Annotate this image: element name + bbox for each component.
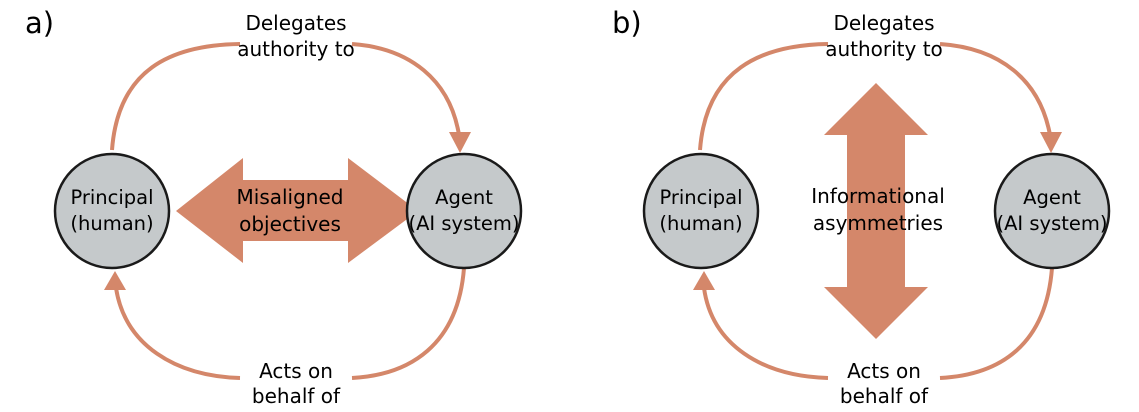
- delegation-arc-left: [698, 42, 829, 151]
- acts-arc-right: [351, 267, 466, 380]
- delegation-arc-left: [110, 42, 241, 151]
- delegation-arrowhead: [1040, 132, 1062, 153]
- bottom-arrow-text-line2: behalf of: [252, 384, 341, 408]
- acts-arc-left: [114, 287, 241, 380]
- misaligned-objectives-double-arrow: [176, 158, 418, 263]
- bottom-arrow-text-line1: Acts on: [847, 359, 921, 383]
- top-arrow-text-line1: Delegates: [833, 11, 934, 35]
- agent-line1: Agent: [435, 186, 493, 209]
- principal-node: [642, 152, 760, 270]
- acts-arrowhead: [104, 271, 126, 290]
- center-text-line1: Informational: [811, 184, 945, 208]
- agent-node: [405, 152, 523, 270]
- top-arrow-text-line2: authority to: [237, 37, 355, 61]
- acts-arrowhead: [693, 271, 715, 290]
- panel-a: a) Delegates authority to Acts on behalf…: [25, 6, 523, 408]
- panel-a-label: a): [25, 6, 54, 40]
- bottom-arrow-text-line1: Acts on: [259, 359, 333, 383]
- top-arrow-text-line1: Delegates: [245, 11, 346, 35]
- principal-line2: (human): [70, 212, 153, 235]
- agent-line2: (AI system): [408, 212, 519, 235]
- delegation-arc-right: [351, 42, 461, 136]
- acts-arc-left: [702, 287, 829, 380]
- panel-b: b) Delegates authority to Acts on behalf…: [612, 6, 1111, 408]
- panel-b-label: b): [612, 6, 642, 40]
- delegation-arrowhead: [449, 132, 471, 153]
- principal-line1: Principal: [659, 186, 742, 209]
- principal-line2: (human): [659, 212, 742, 235]
- delegation-arc-right: [939, 42, 1052, 136]
- agent-node: [993, 152, 1111, 270]
- principal-line1: Principal: [70, 186, 153, 209]
- top-arrow-text-line2: authority to: [825, 37, 943, 61]
- principal-node: [53, 152, 171, 270]
- center-text-line1: Misaligned: [237, 185, 344, 209]
- center-text-line2: objectives: [239, 212, 341, 236]
- agent-line1: Agent: [1023, 186, 1081, 209]
- center-text-line2: asymmetries: [813, 211, 943, 235]
- informational-asymmetries-double-arrow: [824, 83, 928, 339]
- agent-line2: (AI system): [996, 212, 1107, 235]
- acts-arc-right: [939, 267, 1054, 380]
- bottom-arrow-text-line2: behalf of: [840, 384, 929, 408]
